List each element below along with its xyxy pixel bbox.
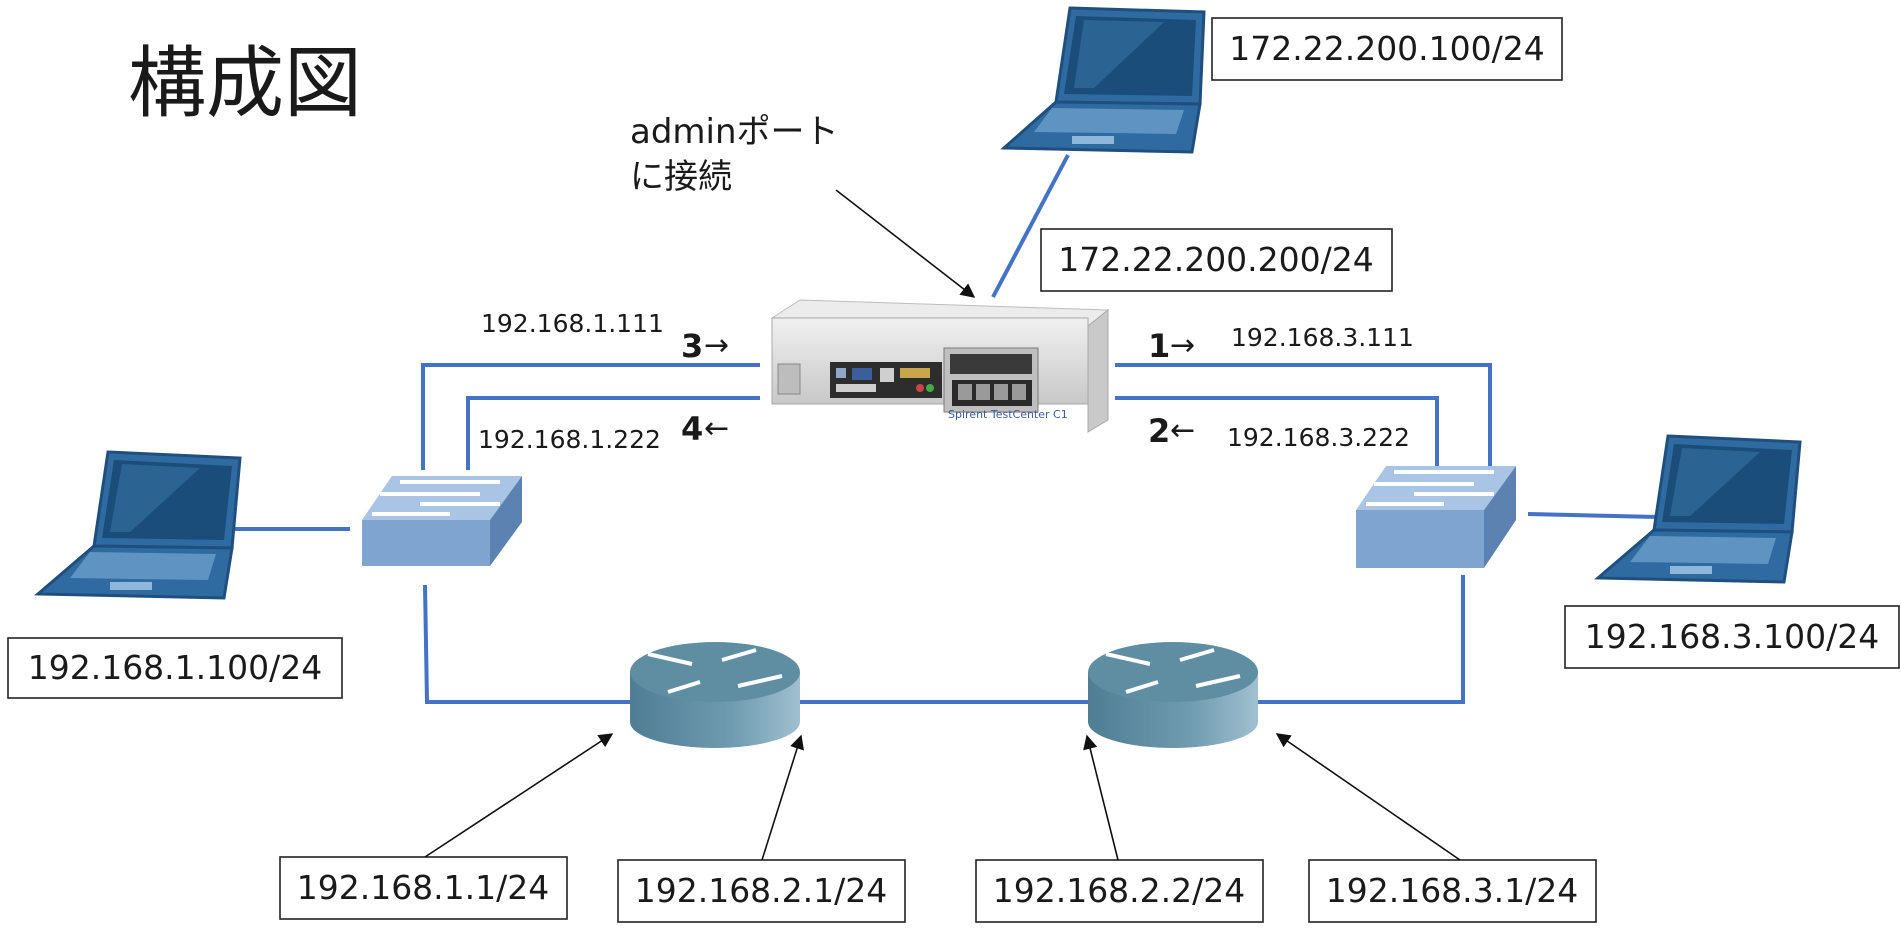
diagram-title: 構成図 [128, 39, 362, 129]
port3-ip: 192.168.1.111 [481, 309, 664, 338]
port4-arrow: ← [704, 411, 729, 446]
arrow-router1-left [424, 733, 614, 858]
address-admin-port: 172.22.200.200/24 [1058, 240, 1374, 279]
link-port4 [466, 396, 760, 470]
address-router2-left-box: 192.168.2.2/24 [975, 859, 1264, 923]
port3-number: 3 [681, 327, 703, 365]
address-router2-right: 192.168.3.1/24 [1326, 871, 1579, 910]
admin-note-line2: に接続 [630, 157, 732, 197]
address-right-pc-box: 192.168.3.100/24 [1564, 605, 1900, 669]
port4-number: 4 [681, 410, 703, 448]
link-left-switch-router1 [423, 584, 630, 704]
router1-icon [630, 642, 800, 748]
address-left-pc-box: 192.168.1.100/24 [7, 637, 343, 699]
address-admin-pc: 172.22.200.100/24 [1229, 29, 1545, 68]
arrow-router1-right [761, 734, 804, 861]
port1-number: 1 [1148, 327, 1170, 365]
router2-icon [1088, 642, 1258, 748]
admin-note-arrow [835, 189, 976, 298]
address-router2-right-box: 192.168.3.1/24 [1308, 859, 1597, 923]
port2-ip: 192.168.3.222 [1227, 423, 1410, 452]
port2-number: 2 [1148, 412, 1170, 450]
address-admin-pc-box: 172.22.200.100/24 [1211, 17, 1563, 81]
link-port3 [421, 363, 760, 470]
arrow-router2-right [1275, 733, 1461, 861]
link-port1 [1115, 363, 1492, 472]
pointer-arrows [424, 733, 1461, 861]
address-admin-port-box: 172.22.200.200/24 [1040, 228, 1393, 292]
testcenter-device-icon: Spirent TestCenter C1 [770, 299, 1110, 433]
admin-note-line1: adminポート [630, 112, 839, 152]
link-router2-right-switch [1255, 575, 1465, 704]
address-router1-right-box: 192.168.2.1/24 [617, 859, 906, 923]
address-router1-left-box: 192.168.1.1/24 [279, 856, 568, 920]
port2-arrow: ← [1170, 413, 1195, 448]
links [234, 154, 1661, 704]
arrow-router2-left [1083, 734, 1119, 861]
right-laptop-icon [1594, 434, 1802, 584]
address-router1-right: 192.168.2.1/24 [635, 871, 888, 910]
device-brand-label: Spirent TestCenter C1 [948, 408, 1068, 421]
address-router2-left: 192.168.2.2/24 [993, 871, 1246, 910]
port4-ip: 192.168.1.222 [478, 425, 661, 454]
admin-laptop-icon [1000, 6, 1206, 154]
address-right-pc: 192.168.3.100/24 [1585, 617, 1880, 656]
address-router1-left: 192.168.1.1/24 [297, 868, 550, 907]
right-switch-icon [1356, 466, 1516, 568]
left-laptop-icon [34, 450, 242, 600]
link-admin [991, 154, 1070, 298]
port1-arrow: → [1170, 328, 1195, 363]
left-switch-icon [362, 476, 522, 566]
port1-ip: 192.168.3.111 [1231, 323, 1414, 352]
port3-arrow: → [704, 328, 729, 363]
address-left-pc: 192.168.1.100/24 [28, 648, 323, 687]
link-port2 [1115, 396, 1439, 472]
link-right-pc [1527, 512, 1661, 519]
